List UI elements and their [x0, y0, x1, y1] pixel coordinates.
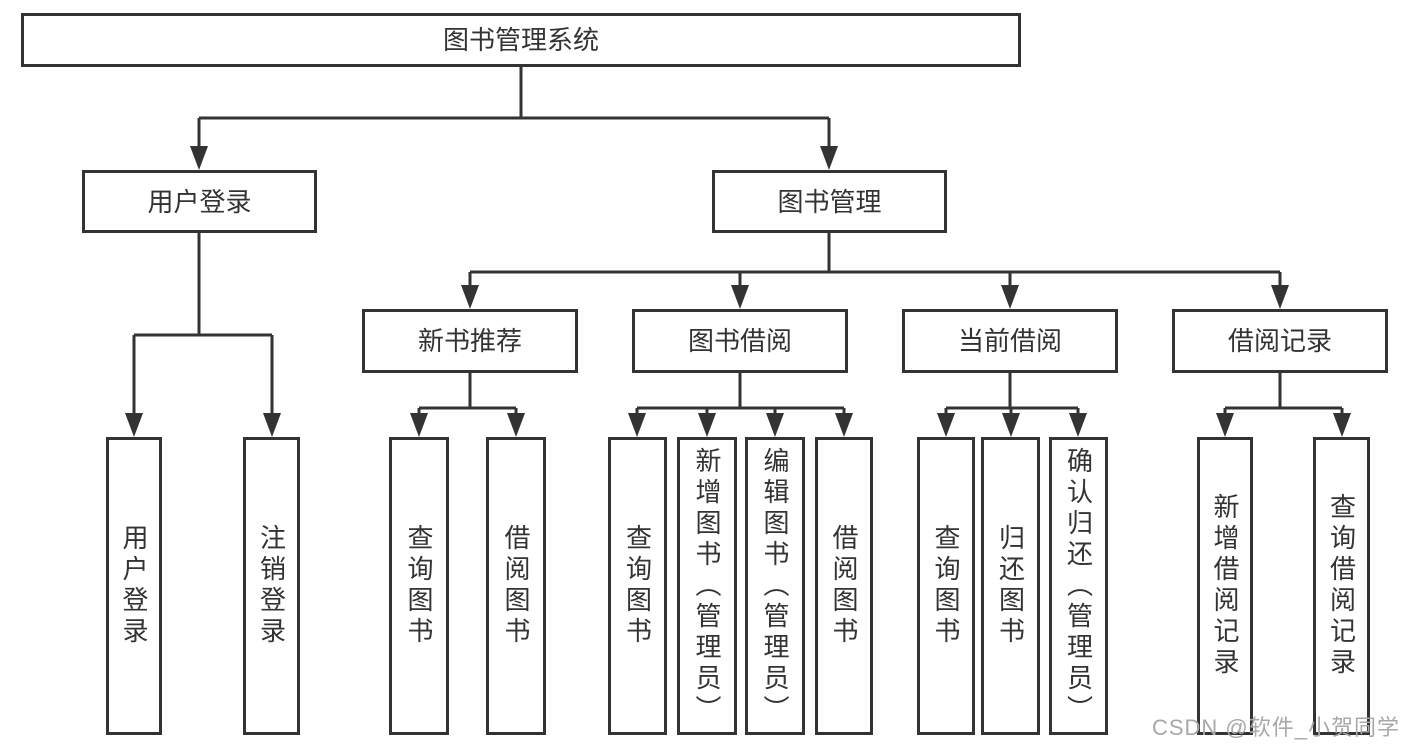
node-new-book-recommendation: 新书推荐 [362, 309, 578, 373]
leaf-user-login: 用户登录 [106, 437, 162, 735]
leaf-query-books-recommend: 查询图书 [389, 437, 449, 735]
node-book-management: 图书管理 [712, 170, 947, 233]
node-label: 查询图书 [404, 524, 434, 648]
node-label: 图书管理 [777, 186, 882, 217]
node-library-management-system: 图书管理系统 [21, 13, 1021, 67]
node-label: 借阅图书 [829, 524, 859, 648]
node-user-login: 用户登录 [82, 170, 317, 233]
leaf-logout: 注销登录 [243, 437, 300, 735]
node-label: 查询图书 [622, 524, 653, 648]
leaf-add-books-admin: 新增图书（管理员） [677, 437, 737, 735]
node-label: 查询借阅记录 [1326, 493, 1357, 679]
leaf-query-books-borrow: 查询图书 [608, 437, 667, 735]
node-label: 确认归还（管理员） [1063, 446, 1094, 726]
leaf-add-borrow-record: 新增借阅记录 [1197, 437, 1253, 735]
leaf-confirm-return-admin: 确认归还（管理员） [1049, 437, 1108, 735]
node-label: 新增图书（管理员） [692, 446, 722, 726]
node-borrowing-records: 借阅记录 [1172, 309, 1388, 373]
leaf-borrow-books-recommend: 借阅图书 [486, 437, 546, 735]
node-label: 用户登录 [147, 186, 252, 217]
node-label: 注销登录 [256, 524, 287, 648]
node-label: 借阅记录 [1227, 326, 1332, 356]
node-current-borrowing: 当前借阅 [902, 309, 1118, 373]
csdn-watermark: CSDN @软件_小贺同学 [1151, 715, 1400, 740]
node-label: 查询图书 [931, 524, 961, 648]
leaf-return-books: 归还图书 [981, 437, 1040, 735]
node-label: 借阅图书 [501, 524, 531, 648]
node-label: 编辑图书（管理员） [760, 446, 790, 726]
node-label: 新增借阅记录 [1210, 493, 1240, 679]
leaf-edit-books-admin: 编辑图书（管理员） [745, 437, 805, 735]
node-label: 归还图书 [995, 524, 1026, 648]
leaf-borrow-books-borrow: 借阅图书 [815, 437, 873, 735]
node-label: 图书管理系统 [442, 25, 599, 55]
node-label: 图书借阅 [687, 326, 792, 356]
node-label: 新书推荐 [417, 326, 522, 356]
node-label: 用户登录 [119, 524, 149, 648]
leaf-query-books-current: 查询图书 [917, 437, 975, 735]
node-label: 当前借阅 [957, 326, 1062, 356]
leaf-query-borrow-record: 查询借阅记录 [1313, 437, 1370, 735]
node-book-borrowing: 图书借阅 [632, 309, 848, 373]
